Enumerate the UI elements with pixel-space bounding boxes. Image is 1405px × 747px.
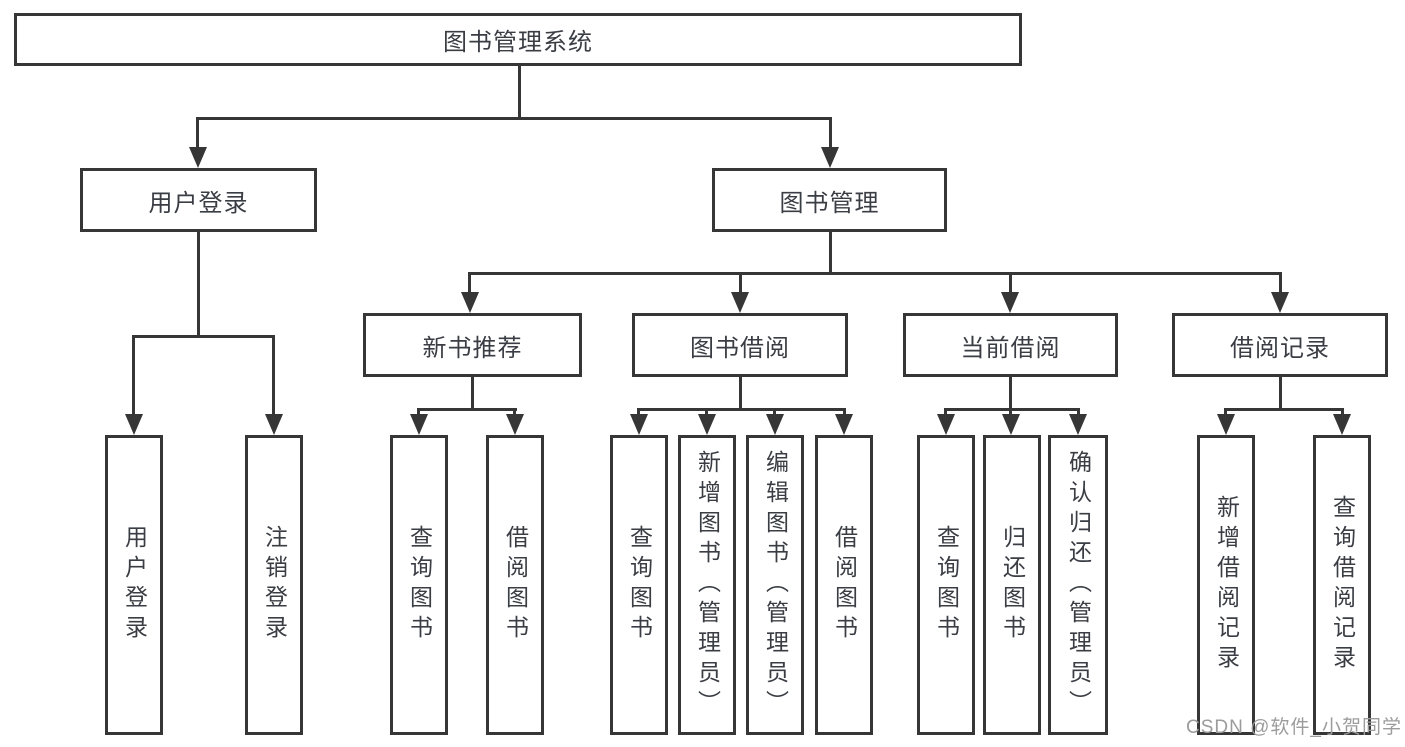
leaf-borrow-books-borrowing: 借阅图书 xyxy=(815,435,873,735)
arrowhead-edit-book xyxy=(766,414,784,435)
arrowhead-query-borrowing xyxy=(630,414,648,435)
connector-current-borrowing-branch xyxy=(944,408,1080,411)
connector-stub-current-borrowing xyxy=(1009,272,1012,293)
arrowhead-query-record xyxy=(1333,414,1351,435)
leaf-label: 新增图书（管理员） xyxy=(694,450,721,720)
node-label: 用户登录 xyxy=(148,189,249,217)
leaf-label: 编辑图书（管理员） xyxy=(762,450,789,720)
leaf-label: 借阅图书 xyxy=(831,525,858,645)
arrowhead-new-book xyxy=(461,292,479,313)
arrowhead-leaf-logout xyxy=(265,414,283,435)
connector-stub-book-borrowing xyxy=(739,272,742,293)
node-current-borrowing: 当前借阅 xyxy=(903,313,1118,377)
connector-stub-edit-book xyxy=(773,408,776,416)
node-label: 当前借阅 xyxy=(960,334,1061,362)
leaf-query-borrow-record: 查询借阅记录 xyxy=(1313,435,1371,735)
connector-stub-new-book xyxy=(468,272,471,293)
node-label: 借阅记录 xyxy=(1230,334,1330,362)
connector-stub-borrowing-records xyxy=(1279,272,1282,293)
arrowhead-current-borrowing xyxy=(1001,292,1019,313)
leaf-label: 查询借阅记录 xyxy=(1329,495,1356,675)
leaf-label: 查询图书 xyxy=(933,525,960,645)
connector-book-management-trunk xyxy=(829,232,832,272)
leaf-user-login: 用户登录 xyxy=(105,435,163,735)
connector-stub-add-record xyxy=(1224,408,1227,416)
connector-stub-book-management xyxy=(829,117,832,148)
connector-stub-query-borrowing xyxy=(637,408,640,416)
node-label: 图书管理系统 xyxy=(443,29,593,56)
connector-book-borrowing-trunk xyxy=(739,377,742,408)
leaf-return-books: 归还图书 xyxy=(983,435,1041,735)
node-book-borrowing: 图书借阅 xyxy=(632,313,848,377)
node-user-login: 用户登录 xyxy=(80,168,317,232)
connector-stub-return-books xyxy=(1009,408,1012,416)
connector-stub-query-recommend xyxy=(417,408,420,416)
connector-stub-add-book xyxy=(705,408,708,416)
leaf-label: 确认归还（管理员） xyxy=(1065,450,1092,720)
node-label: 图书管理 xyxy=(779,189,880,217)
arrowhead-add-book xyxy=(698,414,716,435)
arrowhead-user-login xyxy=(189,147,207,168)
leaf-label: 用户登录 xyxy=(121,525,148,645)
leaf-query-books-borrowing: 查询图书 xyxy=(610,435,668,735)
connector-new-book-trunk xyxy=(471,377,474,408)
leaf-query-books-recommend: 查询图书 xyxy=(390,435,448,735)
connector-current-borrowing-trunk xyxy=(1009,377,1012,408)
arrowhead-query-recommend xyxy=(410,414,428,435)
leaf-edit-book-admin: 编辑图书（管理员） xyxy=(746,435,804,735)
arrowhead-borrow-book xyxy=(835,414,853,435)
watermark-text: CSDN @软件_小贺同学 xyxy=(1186,717,1402,738)
node-borrowing-records: 借阅记录 xyxy=(1172,313,1388,377)
leaf-label: 归还图书 xyxy=(999,525,1026,645)
node-book-management: 图书管理 xyxy=(712,168,947,232)
arrowhead-leaf-user-login xyxy=(125,414,143,435)
connector-root-trunk xyxy=(518,66,521,117)
arrowhead-add-record xyxy=(1217,414,1235,435)
arrowhead-return-books xyxy=(1002,414,1020,435)
leaf-borrow-books-recommend: 借阅图书 xyxy=(486,435,544,735)
leaf-label: 查询图书 xyxy=(626,525,653,645)
leaf-label: 注销登录 xyxy=(261,525,288,645)
leaf-label: 借阅图书 xyxy=(502,525,529,645)
leaf-logout: 注销登录 xyxy=(245,435,303,735)
leaf-confirm-return-admin: 确认归还（管理员） xyxy=(1048,435,1108,735)
arrowhead-query-current xyxy=(937,414,955,435)
connector-user-login-trunk xyxy=(197,232,200,335)
node-library-management-system: 图书管理系统 xyxy=(14,13,1022,66)
connector-stub-leaf-logout xyxy=(272,335,275,415)
connector-borrowing-records-branch xyxy=(1224,408,1344,411)
connector-stub-user-login xyxy=(196,117,199,148)
node-label: 新书推荐 xyxy=(422,334,523,362)
connector-borrowing-records-trunk xyxy=(1279,377,1282,408)
connector-stub-borrow-recommend xyxy=(513,408,516,416)
leaf-add-borrow-record: 新增借阅记录 xyxy=(1197,435,1255,735)
connector-new-book-branch xyxy=(417,408,517,411)
leaf-label: 查询图书 xyxy=(406,525,433,645)
leaf-query-books-current: 查询图书 xyxy=(917,435,975,735)
node-label: 图书借阅 xyxy=(690,334,790,362)
connector-stub-leaf-user-login xyxy=(132,335,135,415)
connector-stub-confirm-return xyxy=(1077,408,1080,416)
arrowhead-confirm-return xyxy=(1069,414,1087,435)
leaf-label: 新增借阅记录 xyxy=(1213,495,1240,675)
connector-user-login-branch xyxy=(132,335,275,338)
connector-stub-query-current xyxy=(944,408,947,416)
node-new-book-recommendation: 新书推荐 xyxy=(363,313,582,377)
arrowhead-book-management xyxy=(821,147,839,168)
arrowhead-borrowing-records xyxy=(1271,292,1289,313)
connector-root-branch xyxy=(196,117,832,120)
connector-stub-borrow-book xyxy=(843,408,846,416)
connector-book-management-branch xyxy=(468,272,1282,275)
arrowhead-borrow-recommend xyxy=(506,414,524,435)
leaf-add-book-admin: 新增图书（管理员） xyxy=(678,435,736,735)
connector-stub-query-record xyxy=(1341,408,1344,416)
arrowhead-book-borrowing xyxy=(731,292,749,313)
connector-book-borrowing-branch xyxy=(637,408,846,411)
